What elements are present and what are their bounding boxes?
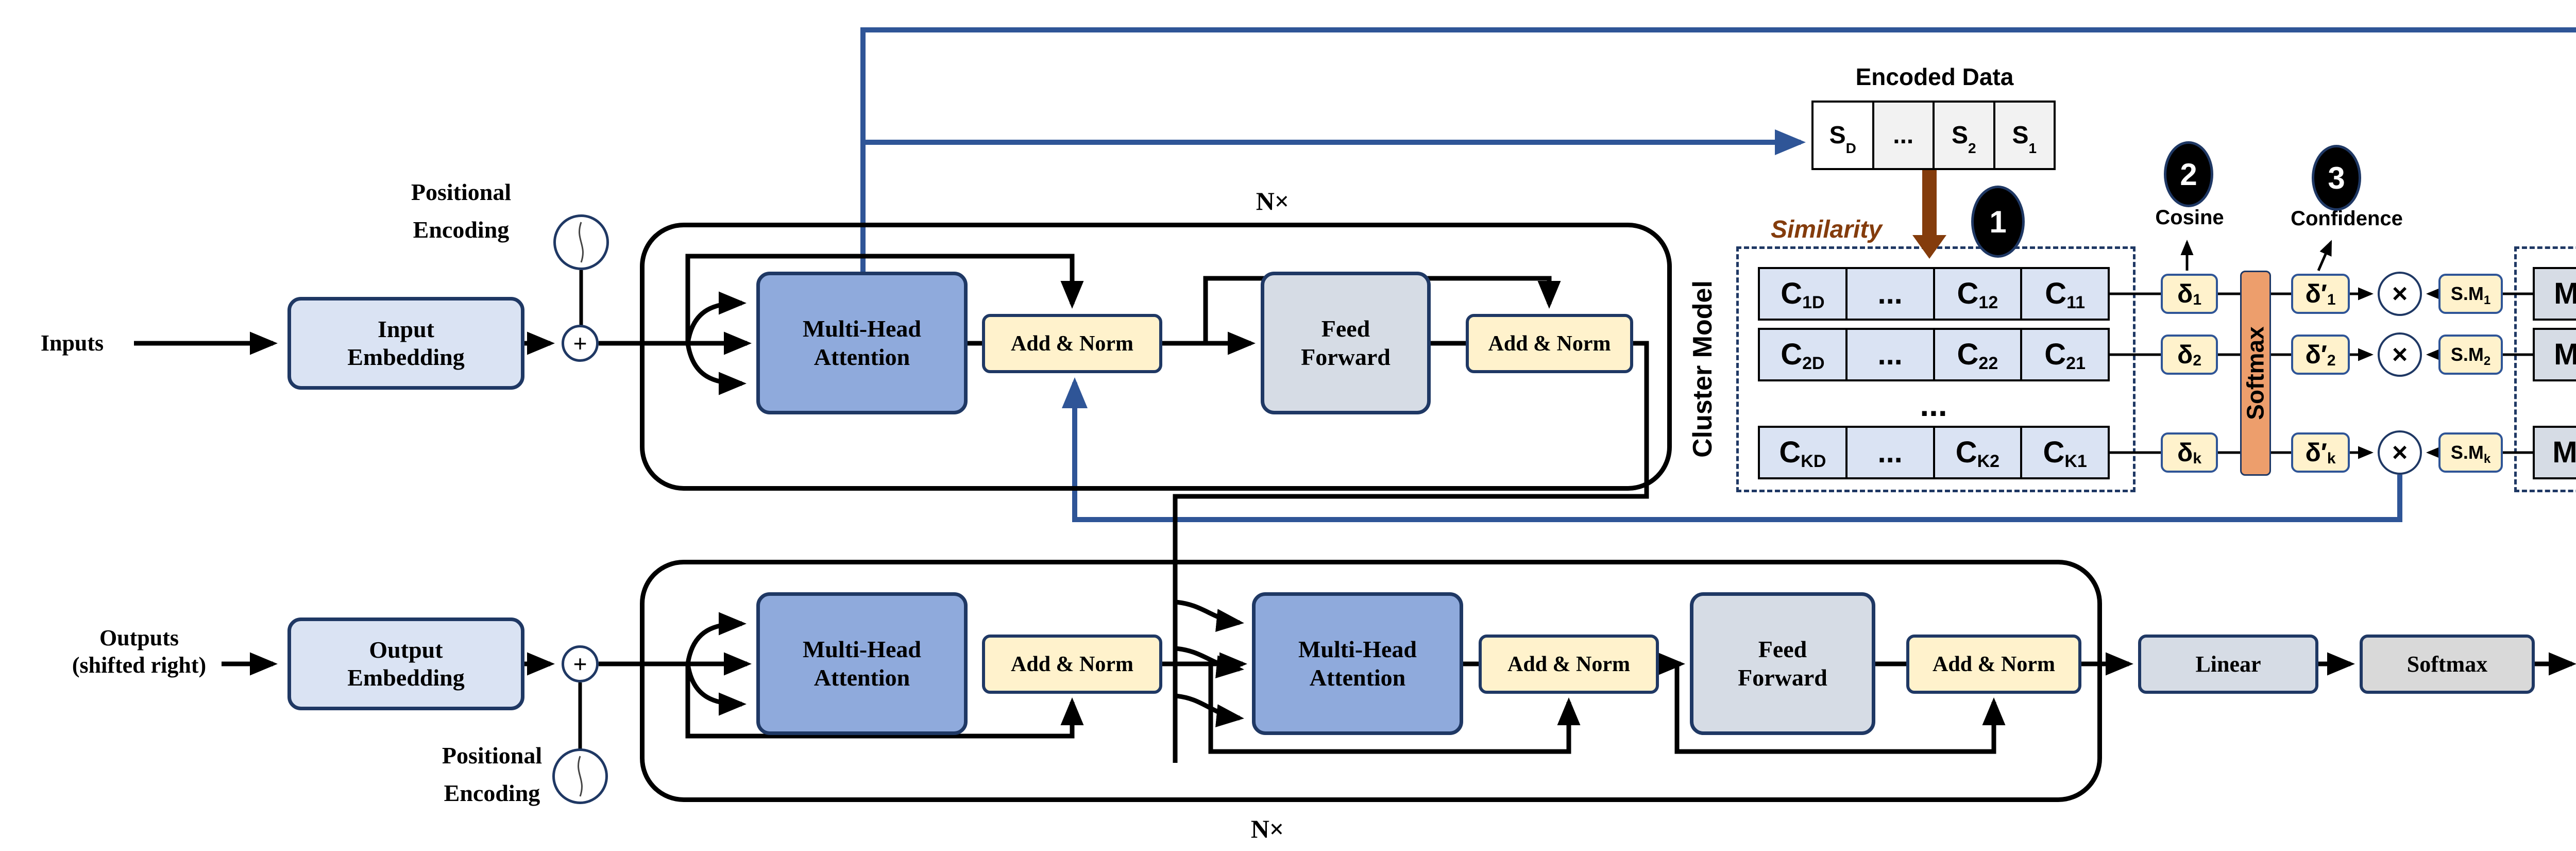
m-matrix-row-1: M1D ... M12 M11 — [2533, 267, 2576, 321]
multiply-node-2: × — [2378, 332, 2422, 377]
similarity-label: Similarity — [1770, 216, 1883, 243]
outputs-label: Outputs(shifted right) — [72, 625, 207, 678]
delta-prime-2-box: δ′2 — [2291, 335, 2350, 375]
m-matrix-row-k: MKD ... MK2 MK1 — [2533, 426, 2576, 479]
softmax-bar: Softmax — [2240, 271, 2271, 476]
step-2-badge: 2 — [2164, 141, 2213, 207]
encoder-frame — [640, 223, 1672, 491]
confidence-label: Confidence — [2291, 207, 2403, 230]
n-times-label-bottom: N× — [1250, 814, 1284, 843]
linear-box: Linear — [2138, 635, 2318, 694]
plus-node-decoder: + — [562, 645, 599, 682]
sine-positional-icon-top — [553, 214, 609, 270]
encoder-add-norm-1-box: Add & Norm — [982, 314, 1162, 373]
decoder-add-norm-1-box: Add & Norm — [982, 635, 1162, 694]
m-matrix-dashed-box — [2514, 246, 2576, 492]
encoder-add-norm-2-box: Add & Norm — [1466, 314, 1633, 373]
softmax-output-box: Softmax — [2360, 635, 2535, 694]
delta-prime-1-box: δ′1 — [2291, 274, 2350, 314]
cluster-model-label: Cluster Model — [1688, 280, 1718, 458]
cosine-label: Cosine — [2155, 206, 2224, 229]
step-3-badge: 3 — [2312, 145, 2361, 211]
plus-node-encoder: + — [562, 325, 599, 362]
multiply-node-1: × — [2378, 272, 2422, 316]
decoder-add-norm-2-box: Add & Norm — [1479, 635, 1659, 694]
decoder-add-norm-3-box: Add & Norm — [1906, 635, 2081, 694]
sine-positional-icon-bottom — [552, 748, 608, 804]
multiply-node-k: × — [2378, 430, 2422, 475]
step-1-badge: 1 — [1971, 186, 2025, 258]
decoder-frame — [640, 560, 2102, 802]
c-matrix-ellipsis: ... — [1920, 386, 1947, 423]
encoded-data-title-left: Encoded Data — [1855, 63, 2014, 90]
n-times-label-top: N× — [1256, 187, 1290, 215]
similarity-arrow — [1912, 170, 1946, 259]
m-matrix-row-2: M2D ... M22 M21 — [2533, 328, 2576, 381]
inputs-label: Inputs — [40, 330, 104, 356]
delta-prime-k-box: δ′k — [2291, 432, 2350, 473]
